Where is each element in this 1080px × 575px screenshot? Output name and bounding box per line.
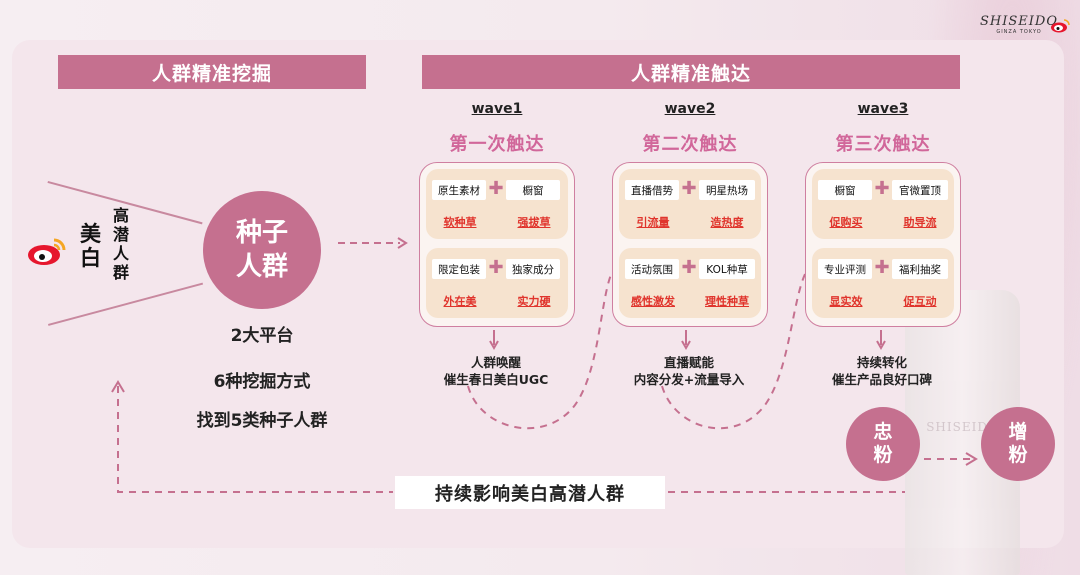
chip: 官微置顶: [892, 180, 948, 200]
chip: 活动氛围: [625, 259, 679, 279]
chip: 橱窗: [818, 180, 872, 200]
wave2-title: wave2: [664, 101, 716, 117]
wave2-subtitle: 第二次触达: [642, 134, 738, 155]
loyal-fans-label: 忠粉: [873, 421, 893, 466]
chip: 限定包装: [432, 259, 486, 279]
plus-icon: ✚: [488, 178, 504, 199]
seed-crowd-label: 种子人群: [235, 218, 288, 282]
wave2-panel-1: 直播借势 ✚ 明星热场 引流量 造热度: [619, 169, 761, 239]
brand-name: SHISEIDO: [980, 14, 1058, 29]
dashed-arrow-icon: [338, 237, 408, 249]
left-header: 人群精准挖掘: [58, 55, 366, 89]
wave3-panel-2: 专业评测 ✚ 福利抽奖 显实效 促互动: [812, 248, 954, 318]
brand-sub: GINZA TOKYO: [996, 29, 1042, 35]
weibo-logo-icon: [28, 238, 66, 265]
wave1-panel-1: 原生素材 ✚ 橱窗 软种草 强拔草: [426, 169, 568, 239]
right-header: 人群精准触达: [422, 55, 960, 89]
wave1-panel-2: 限定包装 ✚ 独家成分 外在美 实力硬: [426, 248, 568, 318]
wave1-subtitle: 第一次触达: [449, 134, 545, 155]
vertical-label-gaoqian: 高潜人群: [113, 206, 130, 282]
chip: 橱窗: [506, 180, 560, 200]
tag: 助导流: [903, 216, 937, 229]
wave1-box: 原生素材 ✚ 橱窗 软种草 强拔草 限定包装 ✚ 独家成分 外在美 实力硬: [419, 162, 575, 327]
chip: KOL种草: [699, 259, 755, 279]
tag: 促购买: [829, 216, 863, 229]
tag: 感性激发: [631, 295, 675, 308]
tag: 理性种草: [705, 295, 749, 308]
wave1-title: wave1: [471, 101, 523, 117]
wave2-result-1: 直播赋能: [663, 355, 714, 370]
summary-line-1: 2大平台: [230, 326, 294, 346]
wave2-box: 直播借势 ✚ 明星热场 引流量 造热度 活动氛围 ✚ KOL种草 感性激发 理性…: [612, 162, 768, 327]
chip: 独家成分: [506, 259, 560, 279]
brand-logo: SHISEIDO GINZA TOKYO: [980, 14, 1058, 35]
seed-crowd-circle: 种子人群: [203, 191, 321, 309]
plus-icon: ✚: [488, 257, 504, 278]
bottle-brand-text: SHISEIDO: [926, 420, 999, 434]
bottom-influence-label: 持续影响美白高潜人群: [395, 476, 665, 509]
wave3-box: 橱窗 ✚ 官微置顶 促购买 助导流 专业评测 ✚ 福利抽奖 显实效 促互动: [805, 162, 961, 327]
wave3-subtitle: 第三次触达: [835, 134, 931, 155]
wave1-result-1: 人群唤醒: [470, 355, 521, 370]
increase-fans-label: 增粉: [1008, 421, 1028, 466]
increase-fans-circle: 增粉: [981, 407, 1055, 481]
tag: 引流量: [636, 216, 670, 229]
wave3-title: wave3: [857, 101, 909, 117]
plus-icon: ✚: [874, 178, 890, 199]
wave3-result-2: 催生产品良好口碑: [831, 372, 932, 387]
plus-icon: ✚: [681, 178, 697, 199]
plus-icon: ✚: [681, 257, 697, 278]
wave2-result-2: 内容分发+流量导入: [633, 372, 745, 387]
vertical-label-beibai: 美白: [80, 222, 101, 270]
wave1-result-2: 催生春日美白UGC: [443, 372, 549, 387]
summary-line-3: 找到5类种子人群: [196, 411, 328, 431]
chip: 福利抽奖: [892, 259, 948, 279]
chip: 直播借势: [625, 180, 679, 200]
summary-line-2: 6种挖掘方式: [213, 372, 311, 392]
loyal-fans-circle: 忠粉: [846, 407, 920, 481]
wave3-result-1: 持续转化: [856, 355, 907, 370]
weibo-logo-icon: [1051, 19, 1070, 33]
plus-icon: ✚: [874, 257, 890, 278]
tag: 促互动: [903, 295, 937, 308]
tag: 软种草: [443, 216, 477, 229]
chip: 原生素材: [432, 180, 486, 200]
chip: 专业评测: [818, 259, 872, 279]
tag: 外在美: [443, 295, 477, 308]
tag: 造热度: [710, 216, 744, 229]
tag: 实力硬: [517, 295, 551, 308]
tag: 显实效: [829, 295, 863, 308]
chip: 明星热场: [699, 180, 755, 200]
wave2-panel-2: 活动氛围 ✚ KOL种草 感性激发 理性种草: [619, 248, 761, 318]
tag: 强拔草: [517, 216, 551, 229]
wave3-panel-1: 橱窗 ✚ 官微置顶 促购买 助导流: [812, 169, 954, 239]
